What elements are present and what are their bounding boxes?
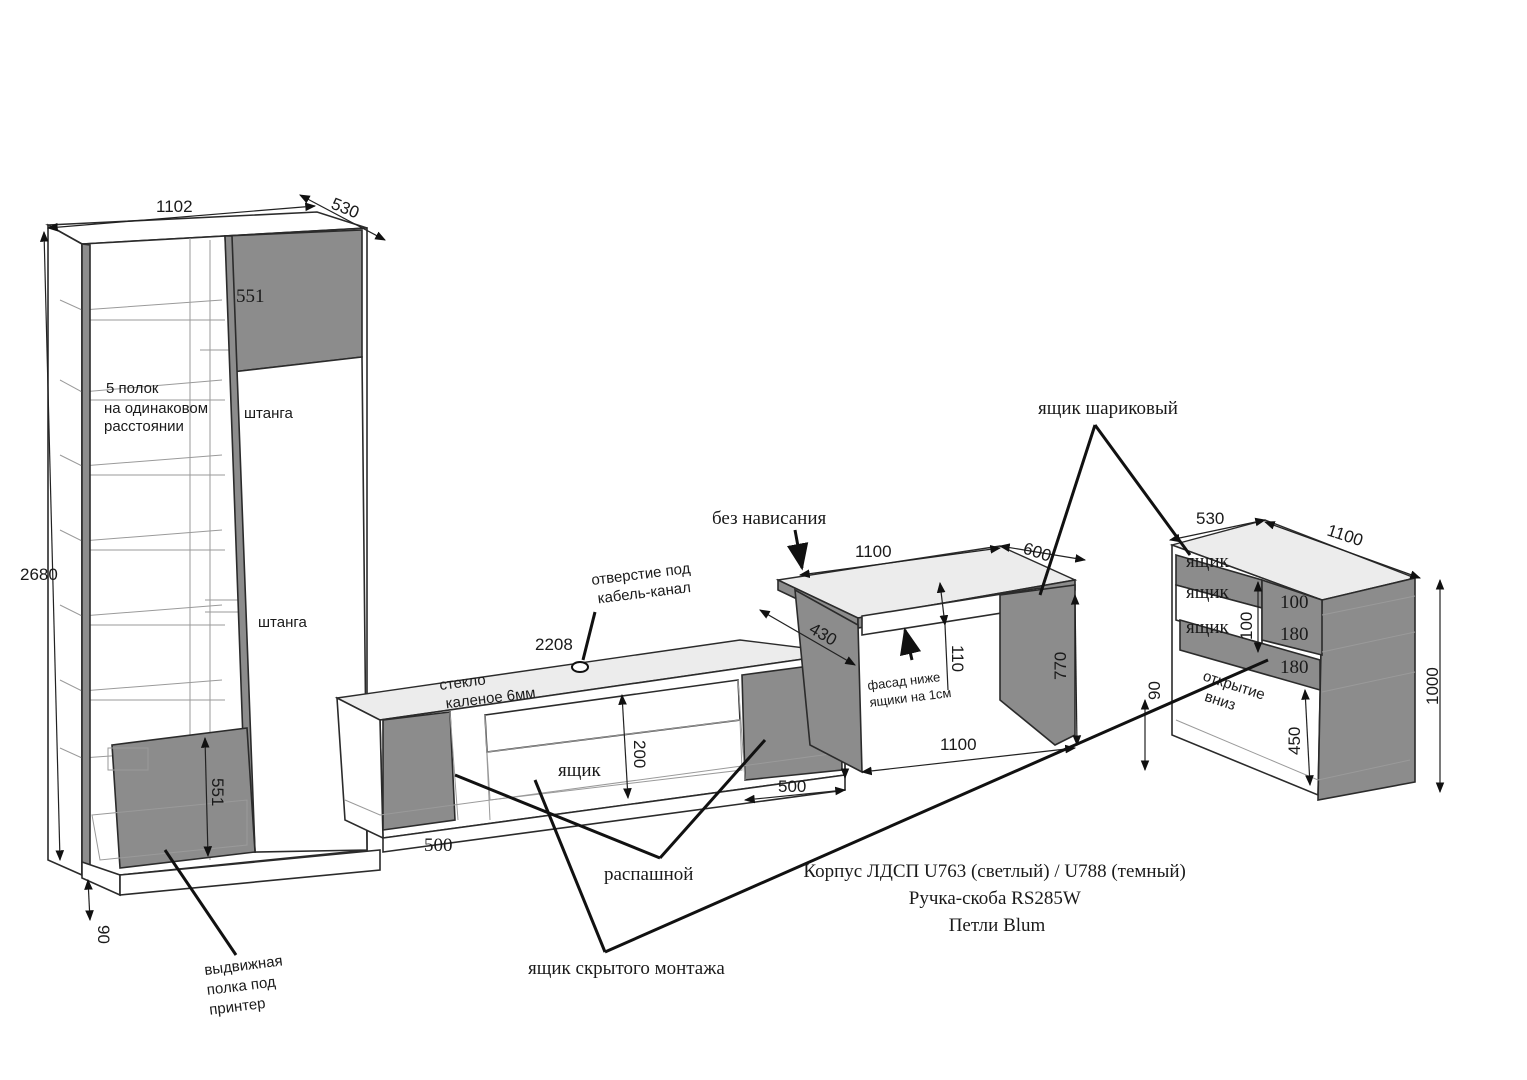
dresser-drawer-label-3: ящик xyxy=(1186,617,1230,638)
tv-unit-drawer-height: 200 xyxy=(630,740,649,768)
rod-upper-label: штанга xyxy=(244,405,294,422)
dresser-depth: 530 xyxy=(1196,509,1224,528)
ball-drawer-callout: ящик шариковый xyxy=(1038,398,1178,419)
shelves-note: 5 полок на одинаковом расстоянии xyxy=(104,380,212,435)
rod-lower-label: штанга xyxy=(258,614,308,631)
wardrobe-height: 2680 xyxy=(20,565,58,584)
desk-width: 1100 xyxy=(855,542,892,561)
desk-bottom-width: 1100 xyxy=(940,735,977,754)
desk-front-drop: 110 xyxy=(948,645,967,672)
desk-height: 770 xyxy=(1051,652,1070,680)
dresser-drawer-100-b: 100 xyxy=(1237,612,1256,640)
printer-shelf-note: выдвижная полка под принтер xyxy=(203,952,292,1019)
no-overhang-note: без нависания xyxy=(712,508,827,529)
dresser-drawer-180-a: 180 xyxy=(1280,624,1309,645)
specs-block: Корпус ЛДСП U763 (светлый) / U788 (темны… xyxy=(803,861,1190,936)
desk: 1100 600 430 110 770 1100 без нависания … xyxy=(712,508,1087,776)
hinged-callout: распашной xyxy=(604,864,693,885)
concealed-drawer-callout: ящик скрытого монтажа xyxy=(528,958,725,979)
cable-hole-note: отверстие под кабель-канал xyxy=(590,559,697,607)
tv-unit-door-width: 500 xyxy=(778,777,806,796)
wardrobe: 1102 530 2680 551 551 90 5 полок на один… xyxy=(20,194,386,1019)
dresser-drawer-label-1: ящик xyxy=(1186,551,1230,572)
tv-unit-length: 2208 xyxy=(535,635,573,654)
dresser-drawer-label-2: ящик xyxy=(1186,582,1230,603)
facade-note: фасад ниже ящики на 1см xyxy=(867,668,953,710)
wardrobe-plinth: 90 xyxy=(94,925,113,944)
dresser: 530 1100 1000 90 100 450 100 180 180 ящи… xyxy=(1140,509,1445,801)
wardrobe-top-section: 551 xyxy=(236,286,265,307)
dresser-height: 1000 xyxy=(1423,667,1442,705)
tv-unit-depth: 500 xyxy=(424,835,453,856)
wardrobe-width: 1102 xyxy=(156,197,193,216)
dresser-plinth: 90 xyxy=(1145,681,1164,700)
dresser-drawer-180-b: 180 xyxy=(1280,657,1309,678)
tv-drawer-label: ящик xyxy=(558,760,602,781)
dresser-drawer-100: 100 xyxy=(1280,592,1309,613)
callouts: ящик шариковый распашной ящик скрытого м… xyxy=(454,398,1269,979)
wardrobe-bottom-section: 551 xyxy=(208,778,227,806)
tv-unit: 2208 200 525 500 500 стекло каленое 6мм … xyxy=(334,559,850,856)
dresser-lower-450: 450 xyxy=(1285,727,1304,755)
